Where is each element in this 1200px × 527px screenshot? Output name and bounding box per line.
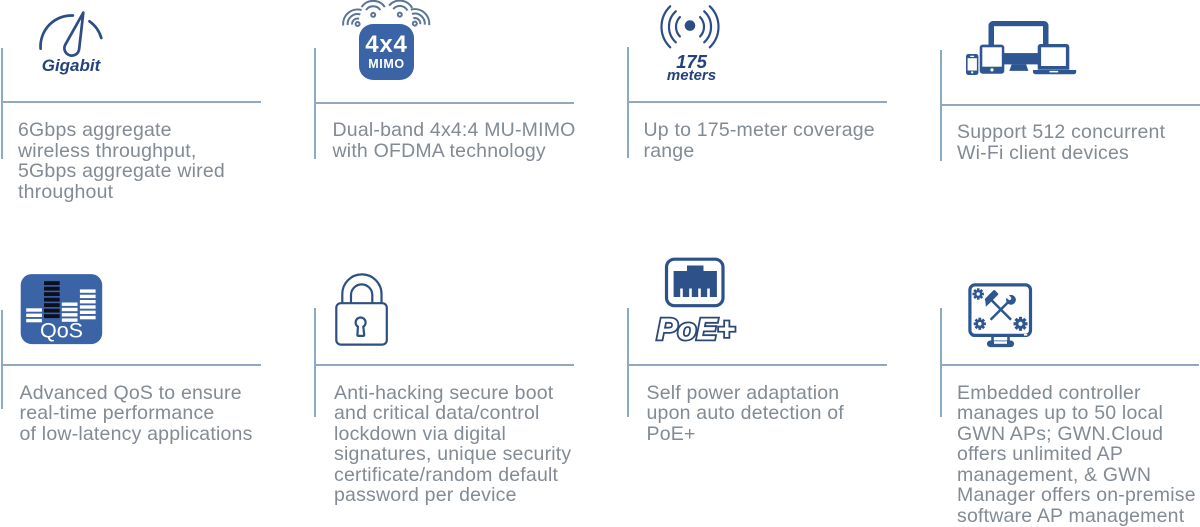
svg-text:QoS: QoS	[40, 319, 83, 343]
svg-text:PoE+: PoE+	[657, 312, 735, 347]
